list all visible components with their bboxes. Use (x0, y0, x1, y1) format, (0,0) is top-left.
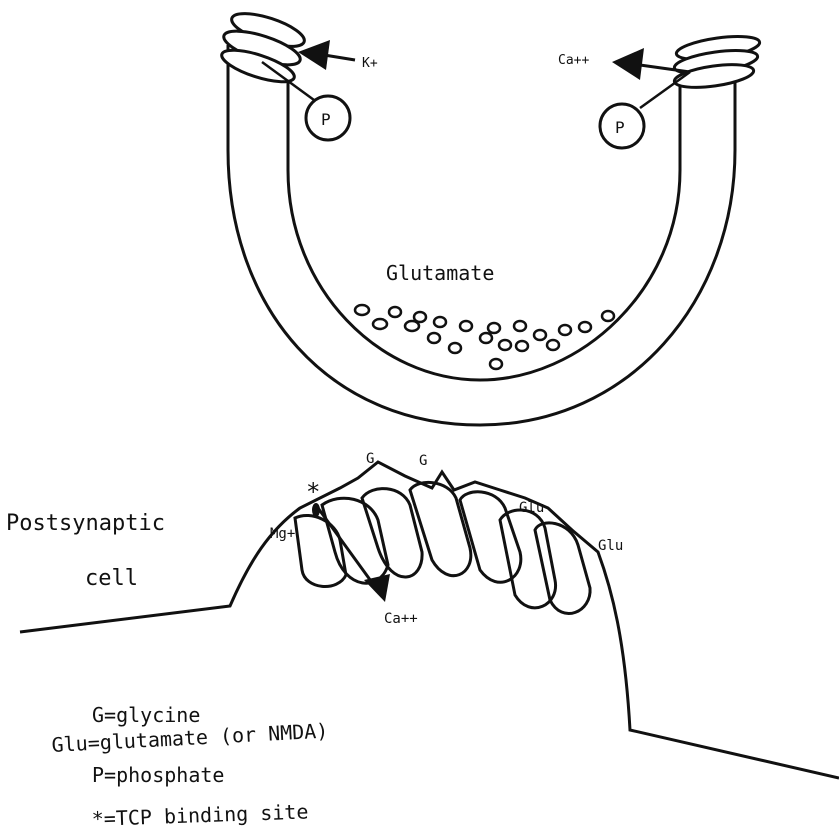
legend-item: G=glycine (92, 703, 200, 727)
magnesium-label: Mg+ (270, 526, 295, 542)
glutamate-site-label-1: Glu (519, 500, 544, 516)
ca-ion-top-label: Ca++ (558, 53, 589, 68)
ca-channel (673, 32, 761, 91)
postsynaptic-label-line1: Postsynaptic (6, 511, 165, 536)
k-channel (218, 7, 307, 88)
receptor-channels (295, 482, 590, 613)
presynaptic-outer-membrane (228, 45, 735, 425)
postsynaptic-label-line2: cell (85, 566, 138, 591)
glutamate-vesicles (355, 305, 614, 369)
k-ion-label: K+ (362, 56, 378, 71)
ca-ion-bottom-label: Ca++ (384, 611, 418, 627)
p-right-label: P (615, 118, 625, 137)
p-left-label: P (321, 110, 331, 129)
legend: G=glycine Glu=glutamate (or NMDA) P=phos… (51, 703, 329, 831)
tcp-site-star: * (306, 478, 320, 506)
glutamate-label: Glutamate (386, 261, 494, 285)
glycine-label-2: G (419, 453, 427, 469)
k-arrow (298, 40, 355, 70)
legend-item: P=phosphate (92, 763, 224, 787)
glutamate-site-label-2: Glu (598, 538, 623, 554)
glycine-label-1: G (366, 451, 374, 467)
legend-item: *=TCP binding site (91, 799, 308, 831)
